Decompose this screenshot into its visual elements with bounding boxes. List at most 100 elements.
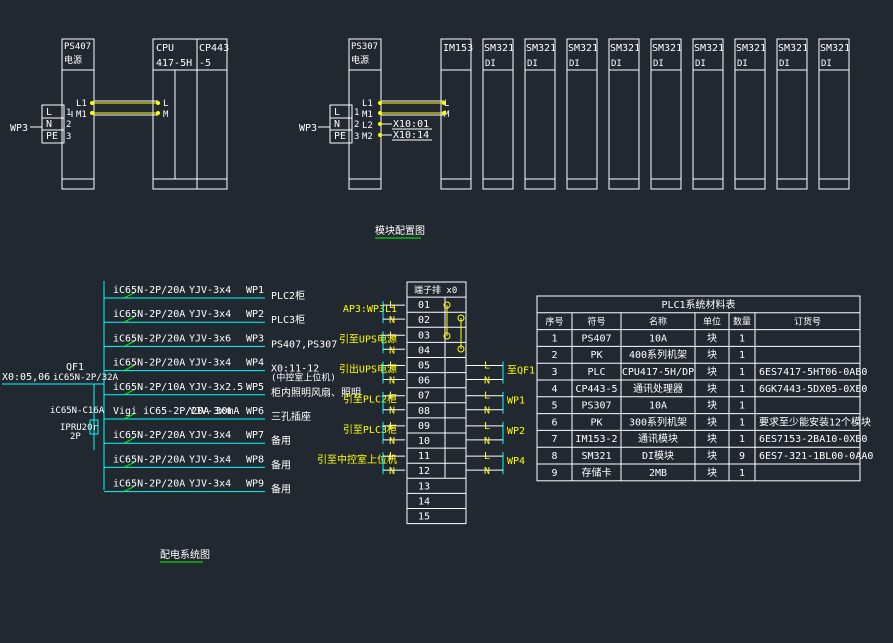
bom-cell: 块 <box>707 450 717 462</box>
ln-label: N <box>484 376 490 387</box>
breaker-contact <box>123 389 135 396</box>
sm321-sub: DI <box>821 59 832 69</box>
incoming-label: X0:05,06 <box>2 372 50 383</box>
ln-label: N <box>484 466 490 477</box>
sm321-module <box>650 38 682 190</box>
terminal-right-label: WP1 <box>507 396 525 407</box>
bom-cell: PS407 <box>581 333 611 344</box>
bom-cell: 1 <box>739 350 745 361</box>
terminal-row: 11 <box>418 451 430 462</box>
bom-cell: 3 <box>551 367 557 378</box>
branch-wp: WP8 <box>246 454 264 465</box>
sm321-module <box>608 38 640 190</box>
branch-load: 备用 <box>271 458 291 471</box>
ps-pin: M1 <box>362 110 373 120</box>
ps-pin: L1 <box>362 99 373 109</box>
cpu-label: CPU <box>156 43 174 54</box>
spd-p: 2P <box>70 432 81 442</box>
bom-cell: 6GK7443-5DX05-0XE0 <box>759 384 867 395</box>
bom-cell: 5 <box>551 401 557 412</box>
branch-load2: (中控室上位机) <box>271 372 336 384</box>
cpu-pin: L <box>163 99 168 109</box>
terminal-left-label: 引至UPS电源 <box>339 332 397 345</box>
term-num: 1 <box>66 108 71 118</box>
config-title: 模块配置图 <box>375 225 425 237</box>
branch-load: 备用 <box>271 434 291 447</box>
sm321-sub: DI <box>779 59 790 69</box>
sm321-label: SM321 <box>652 43 682 54</box>
branch-wp: WP3 <box>246 333 264 344</box>
terminal-row: 06 <box>418 376 430 387</box>
terminal-row: 12 <box>418 466 430 477</box>
term-num: 3 <box>66 132 71 142</box>
bom-cell: 8 <box>551 451 557 462</box>
bom-cell: 块 <box>707 467 717 479</box>
bom-cell: 6 <box>551 417 557 428</box>
jumper-end <box>457 345 465 353</box>
branch-breaker: iC65N-2P/20A <box>113 454 185 465</box>
pin-dot <box>442 101 446 105</box>
terminal-row: 03 <box>418 330 430 341</box>
pin-dot <box>90 111 94 115</box>
bom-cell: 块 <box>707 366 717 378</box>
branch-wp: WP5 <box>246 382 264 393</box>
bom-cell: PS307 <box>581 401 611 412</box>
branch-load: PLC3柜 <box>271 313 305 326</box>
bom-cell: 1 <box>739 333 745 344</box>
bom-cell: 1 <box>739 384 745 395</box>
branch-cable: YJV-3x4 <box>189 285 231 296</box>
branch-cable: YJV-3x6 <box>189 333 231 344</box>
wp-label: WP3 <box>299 123 317 134</box>
branch-breaker: iC65N-2P/20A <box>113 333 185 344</box>
breaker-contact <box>123 461 135 468</box>
bom-cell: 块 <box>707 332 717 344</box>
cp443-label: CP443 <box>199 43 229 54</box>
ln-label: N <box>389 315 395 326</box>
bom-cell: 6ES7-321-1BL00-0AA0 <box>759 451 873 462</box>
branch-breaker: iC65N-2P/20A <box>113 358 185 369</box>
pin-dot <box>156 111 160 115</box>
bom-cell: SM321 <box>581 451 611 462</box>
sm321-module <box>776 38 808 190</box>
bom-cell: 通讯处理器 <box>633 383 683 395</box>
bom-cell: 6ES7153-2BA10-0XB0 <box>759 434 867 445</box>
bom-cell: 块 <box>707 349 717 361</box>
ps-pin: M2 <box>362 132 373 142</box>
sm321-label: SM321 <box>610 43 640 54</box>
ps407-module <box>61 38 95 190</box>
ln-label: N <box>389 376 395 387</box>
terminal-left-label: 引至中控室上位机 <box>317 453 397 466</box>
bom-cell: 2 <box>551 350 557 361</box>
im153-label: IM153 <box>443 43 473 54</box>
sm321-label: SM321 <box>778 43 808 54</box>
ps-pin: L2 <box>362 121 373 131</box>
term-label: PE <box>46 131 58 142</box>
terminal-right-label: WP2 <box>507 426 525 437</box>
breaker-contact <box>123 340 135 347</box>
spd-breaker-label: iC65N-C16A <box>50 406 105 416</box>
branch-breaker: iC65N-2P/10A <box>113 382 185 393</box>
branch-load: 柜内照明风扇、照明 <box>271 386 361 399</box>
terminal-row: 15 <box>418 512 430 523</box>
sm321-label: SM321 <box>484 43 514 54</box>
ln-label: N <box>389 345 395 356</box>
bom-cell: PK <box>590 350 602 361</box>
sm321-module <box>692 38 724 190</box>
terminal-block <box>329 104 353 144</box>
bom-header: 名称 <box>649 316 667 328</box>
sm321-module <box>482 38 514 190</box>
terminal-row: 01 <box>418 300 430 311</box>
im153-module <box>440 38 472 190</box>
bom-cell: 通讯模块 <box>638 433 678 445</box>
terminal-row: 08 <box>418 406 430 417</box>
terminal-right-label: 至QF1 <box>507 365 535 377</box>
sm321-module <box>734 38 766 190</box>
bom-cell: PK <box>590 417 602 428</box>
ps407-sub: 电源 <box>64 54 82 66</box>
sm321-module <box>524 38 556 190</box>
spd-box <box>89 419 99 435</box>
ps-pin: L1 <box>76 99 87 109</box>
terminal-row: 14 <box>418 496 430 507</box>
sm321-label: SM321 <box>568 43 598 54</box>
pin-dot <box>378 101 382 105</box>
